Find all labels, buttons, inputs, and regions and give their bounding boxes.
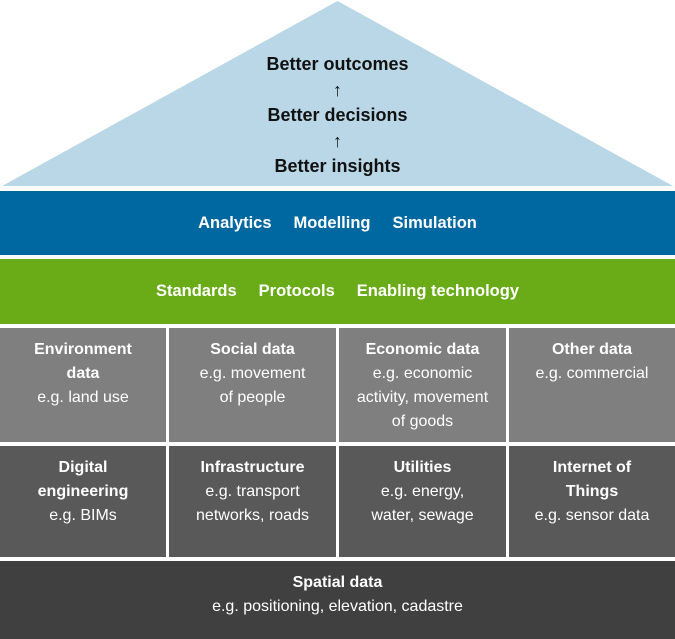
- cell-description: e.g. land use: [37, 389, 129, 406]
- cell-description: e.g. commercial: [535, 365, 649, 382]
- data-row-1: Environment data e.g. land use Social da…: [0, 328, 675, 442]
- cell-title: Environment data: [34, 341, 132, 382]
- standards-band: Standards Protocols Enabling technology: [0, 259, 675, 324]
- cell-title: Digital engineering: [37, 459, 129, 500]
- roof-text: Better outcomes ↑ Better decisions ↑ Bet…: [0, 52, 675, 180]
- cell-title: Economic data: [365, 341, 480, 358]
- foundation-title: Spatial data: [292, 574, 383, 591]
- cell-title: Internet of Things: [552, 459, 632, 500]
- roof-decisions: Better decisions: [267, 105, 408, 125]
- infrastructure-cell: Infrastructure e.g. transport networks, …: [169, 446, 336, 557]
- cell-title: Other data: [551, 341, 632, 358]
- digital-engineering-cell: Digital engineering e.g. BIMs: [0, 446, 166, 557]
- up-arrow-icon: ↑: [333, 79, 342, 100]
- social-data-cell: Social data e.g. movement of people: [169, 328, 336, 442]
- band-item-standards: Standards: [155, 282, 237, 300]
- roof-outcomes: Better outcomes: [266, 54, 409, 74]
- economic-data-cell: Economic data e.g. economic activity, mo…: [339, 328, 506, 442]
- cell-description: e.g. transport networks, roads: [196, 483, 309, 524]
- data-row-2: Digital engineering e.g. BIMs Infrastruc…: [0, 446, 675, 557]
- cell-title: Infrastructure: [200, 459, 305, 476]
- cell-description: e.g. energy, water, sewage: [371, 483, 474, 524]
- cell-description: e.g. economic activity, movement of good…: [356, 365, 489, 430]
- internet-of-things-cell: Internet of Things e.g. sensor data: [509, 446, 675, 557]
- spatial-data-foundation: Spatial data e.g. positioning, elevation…: [0, 561, 675, 639]
- band-item-modelling: Modelling: [293, 213, 371, 232]
- cell-description: e.g. movement of people: [199, 365, 306, 406]
- foundation-description: e.g. positioning, elevation, cadastre: [212, 598, 463, 615]
- cell-description: e.g. sensor data: [534, 507, 650, 524]
- analytics-band: Analytics Modelling Simulation: [0, 191, 675, 255]
- utilities-cell: Utilities e.g. energy, water, sewage: [339, 446, 506, 557]
- roof: Better outcomes ↑ Better decisions ↑ Bet…: [0, 0, 675, 188]
- other-data-cell: Other data e.g. commercial: [509, 328, 675, 442]
- roof-insights: Better insights: [274, 156, 401, 176]
- band-item-enabling-technology: Enabling technology: [356, 282, 520, 300]
- cell-title: Utilities: [393, 459, 452, 476]
- up-arrow-icon: ↑: [333, 130, 342, 151]
- cell-title: Social data: [210, 341, 295, 358]
- roof-triangle: [2, 1, 673, 186]
- band-item-simulation: Simulation: [392, 213, 477, 232]
- band-item-analytics: Analytics: [198, 213, 272, 232]
- band-item-protocols: Protocols: [258, 282, 335, 300]
- cell-description: e.g. BIMs: [49, 507, 117, 524]
- environment-data-cell: Environment data e.g. land use: [0, 328, 166, 442]
